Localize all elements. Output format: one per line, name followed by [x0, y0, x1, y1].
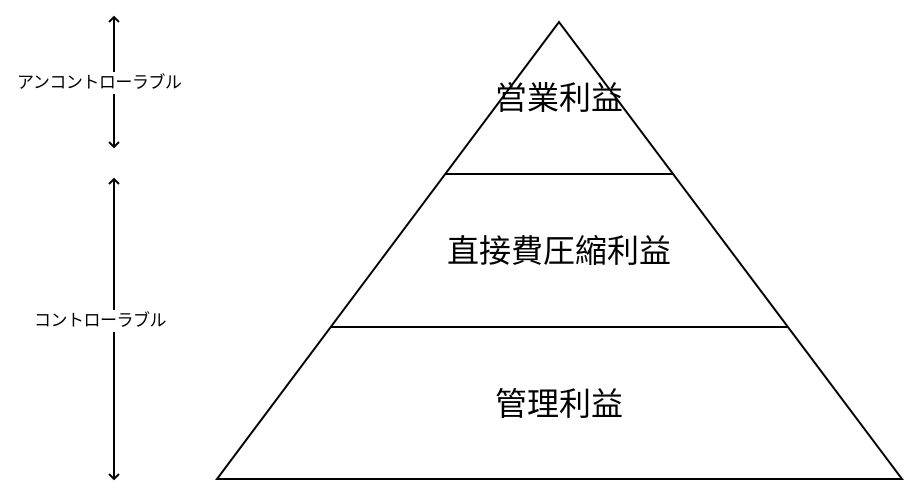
pyramid-outline [215, 20, 905, 480]
uncontrollable-label: アンコントローラブル [15, 72, 184, 94]
tier-label-operating-profit: 営業利益 [494, 79, 624, 117]
controllable-label: コントローラブル [32, 310, 168, 332]
tier-label-direct-cost-reduction-profit: 直接費圧縮利益 [446, 232, 672, 270]
tier-label-management-profit: 管理利益 [494, 385, 624, 423]
